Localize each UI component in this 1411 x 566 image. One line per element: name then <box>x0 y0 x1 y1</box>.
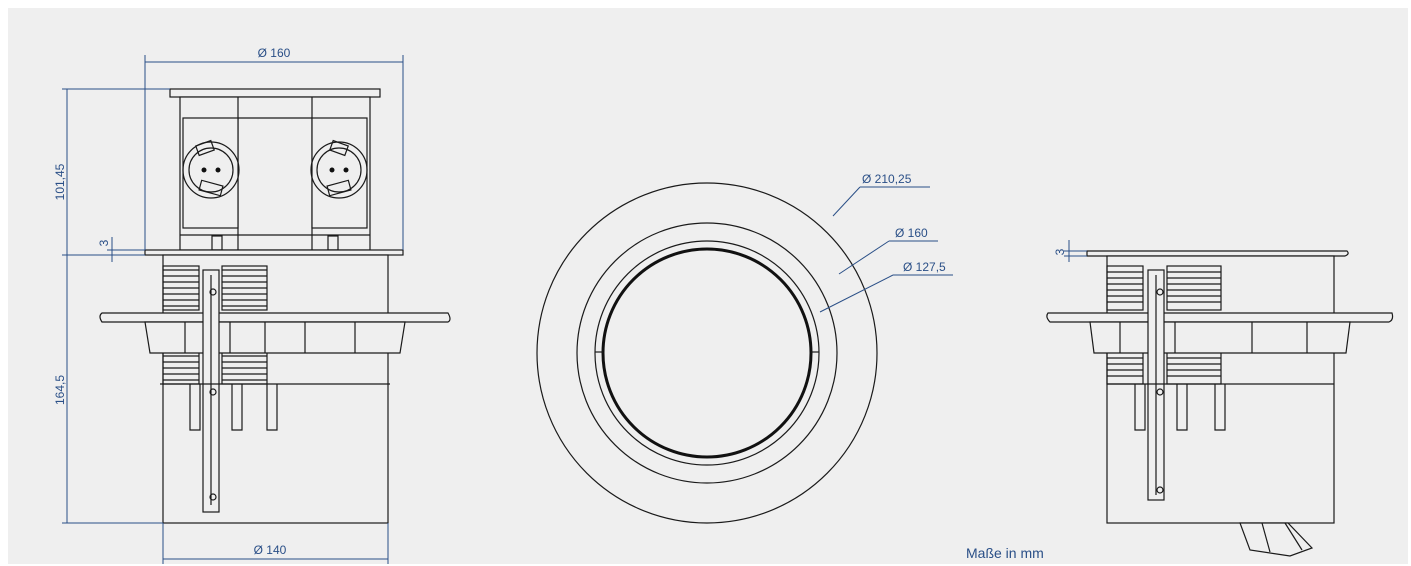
dim-front-height-upper: 101,45 <box>53 163 67 200</box>
side-dimensions: 3 <box>1053 240 1087 262</box>
dim-top-inner-diameter: Ø 127,5 <box>903 260 946 274</box>
side-flange <box>1086 250 1349 257</box>
socket-left <box>182 139 240 199</box>
side-view <box>1046 250 1394 557</box>
top-mid-circle <box>576 222 838 484</box>
side-connector-box <box>1239 522 1314 557</box>
top-inner-circle <box>601 247 813 459</box>
top-ring-circle <box>594 240 820 466</box>
units-note: Maße in mm <box>966 545 1044 561</box>
socket-frame-right <box>311 117 368 229</box>
top-view <box>536 182 878 524</box>
dim-front-height-lower: 164,5 <box>53 375 67 405</box>
front-housing <box>162 254 389 524</box>
dim-front-top-width: Ø 160 <box>258 46 291 60</box>
front-view <box>99 88 451 524</box>
side-clamp-ring <box>1046 312 1394 323</box>
dim-front-bottom-width: Ø 140 <box>254 543 287 557</box>
top-outer-circle <box>536 182 878 524</box>
dim-side-flange-thickness: 3 <box>1053 248 1067 255</box>
dim-front-flange-thickness: 3 <box>97 239 111 246</box>
socket-right <box>310 139 368 199</box>
dim-top-mid-diameter: Ø 160 <box>895 226 928 240</box>
dim-top-outer-diameter: Ø 210,25 <box>862 172 912 186</box>
side-clamp-body <box>1089 321 1351 354</box>
front-clamp-body <box>144 321 406 354</box>
front-dimensions: Ø 160 101,45 3 164,5 Ø 140 <box>53 46 404 564</box>
top-dimensions: Ø 210,25 Ø 160 Ø 127,5 <box>819 172 953 313</box>
front-cap <box>169 88 381 98</box>
front-clamp-ring <box>99 312 451 323</box>
front-flange <box>144 249 404 256</box>
socket-frame-left <box>182 117 239 229</box>
